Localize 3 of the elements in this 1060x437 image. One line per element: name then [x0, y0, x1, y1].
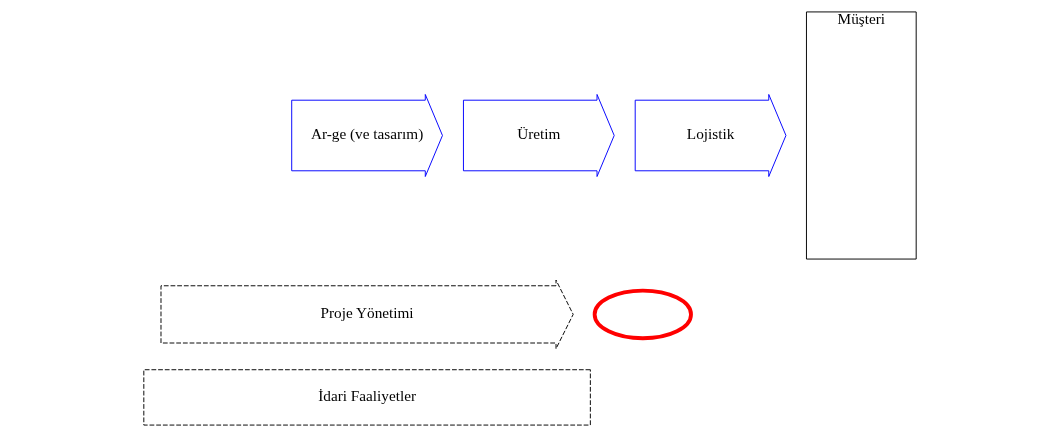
node-box: Müşteri — [806, 11, 917, 260]
node-box: İdari Faaliyetler — [143, 369, 591, 426]
node-ellipse — [592, 288, 693, 341]
